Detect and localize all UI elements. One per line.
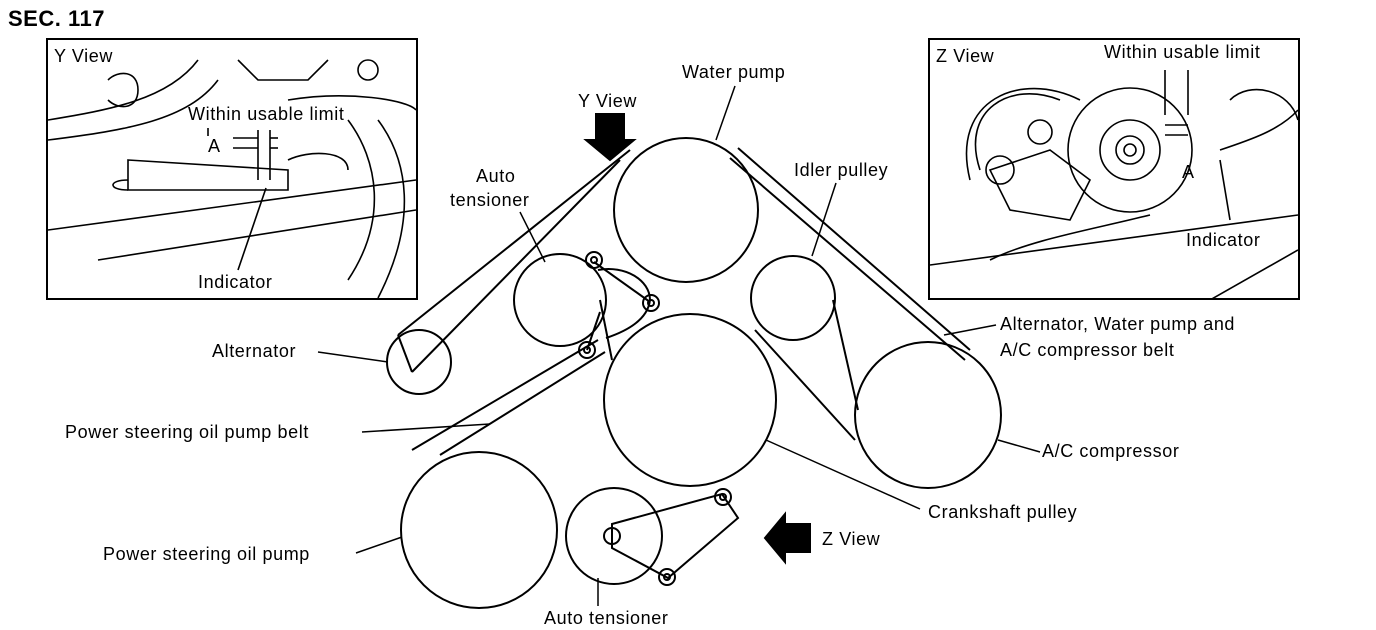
lower-auto-tensioner-label: Auto tensioner xyxy=(544,608,669,628)
y-view-limit-label: Within usable limit xyxy=(188,104,345,124)
y-view-indicator-label: Indicator xyxy=(198,272,273,292)
z-view-indicator-label: Indicator xyxy=(1186,230,1261,250)
section-number: SEC. 117 xyxy=(8,6,105,31)
alternator-label: Alternator xyxy=(212,341,297,361)
y-view-drawing xyxy=(48,59,416,298)
z-view-inset: Z View Within usable limit A Indicator xyxy=(928,38,1300,300)
ac-compressor-pulley xyxy=(854,341,1002,489)
y-view-arrow xyxy=(583,113,637,162)
crankshaft-pulley-label: Crankshaft pulley xyxy=(928,502,1078,522)
z-view-drawing xyxy=(930,70,1298,298)
y-view-title: Y View xyxy=(54,46,113,66)
upper-auto-tensioner-label-line2: tensioner xyxy=(450,190,530,210)
ac-compressor-label: A/C compressor xyxy=(1042,441,1180,461)
y-view-inset: Y View Within usable limit A Indicator xyxy=(46,38,418,300)
z-view-mark-a: A xyxy=(1182,162,1195,182)
water-pump-label: Water pump xyxy=(682,62,786,82)
y-view-arrow-label: Y View xyxy=(578,91,637,111)
water-pump-pulley xyxy=(613,137,759,283)
idler-pulley xyxy=(750,255,836,341)
power-steering-belt-label: Power steering oil pump belt xyxy=(65,422,309,442)
lower-auto-tensioner-pulley xyxy=(565,487,663,585)
upper-auto-tensioner-label-line1: Auto xyxy=(476,166,516,186)
power-steering-pump-pulley xyxy=(400,451,558,609)
y-view-mark-a: A xyxy=(208,136,221,156)
z-view-title: Z View xyxy=(936,46,995,66)
main-belt-label-line2: A/C compressor belt xyxy=(1000,340,1175,360)
idler-pulley-label: Idler pulley xyxy=(794,160,889,180)
z-view-arrow-label: Z View xyxy=(822,529,881,549)
upper-auto-tensioner-pulley xyxy=(513,253,607,347)
main-belt xyxy=(397,147,971,441)
alternator-pulley xyxy=(386,329,452,395)
power-steering-pump-label: Power steering oil pump xyxy=(103,544,310,564)
main-belt-label-line1: Alternator, Water pump and xyxy=(1000,314,1236,334)
z-view-arrow xyxy=(763,511,811,565)
power-steering-belt xyxy=(411,339,606,456)
crankshaft-pulley xyxy=(603,313,777,487)
z-view-limit-label: Within usable limit xyxy=(1104,42,1261,62)
